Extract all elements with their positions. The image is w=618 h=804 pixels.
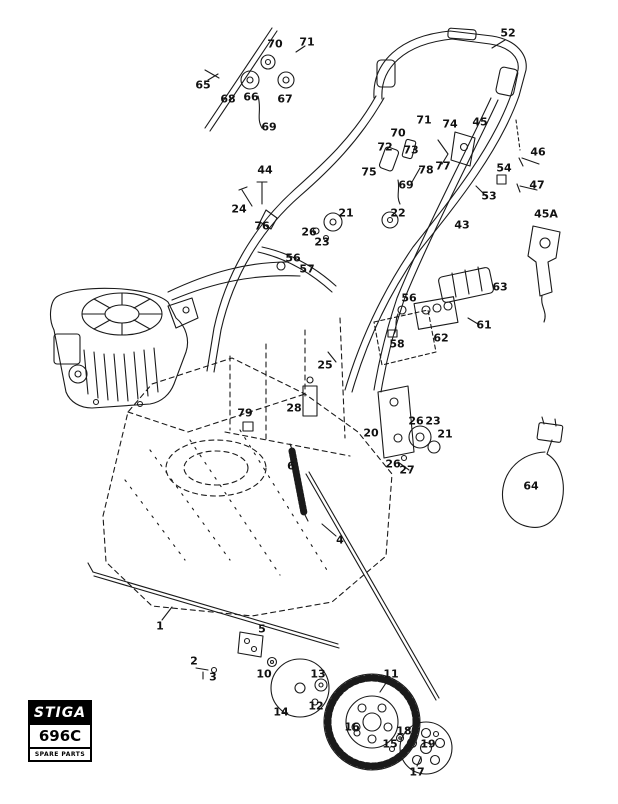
left-handle-tube xyxy=(206,95,385,373)
throttle-control xyxy=(527,225,561,323)
part-label-1: 1 xyxy=(156,619,164,633)
part-label-72: 72 xyxy=(377,140,393,154)
part-label-54: 54 xyxy=(496,161,512,175)
part-label-20: 20 xyxy=(363,426,379,440)
part-label-24: 24 xyxy=(231,202,247,216)
part-label-73: 73 xyxy=(403,143,419,157)
drive-wheel xyxy=(323,673,421,771)
part-label-74: 74 xyxy=(442,117,458,131)
ignition-cable-loop xyxy=(502,416,564,528)
terminal-block xyxy=(413,296,479,330)
part-label-17: 17 xyxy=(409,765,425,779)
part-label-23: 23 xyxy=(314,235,330,249)
part-label-26: 26 xyxy=(408,414,424,428)
starter-rod-assembly xyxy=(204,27,306,132)
part-label-4: 4 xyxy=(336,533,344,547)
stiga-logo-block: STIGA 696C SPARE PARTS xyxy=(28,700,92,762)
stiga-brand-logo: STIGA xyxy=(30,702,90,723)
part-label-58: 58 xyxy=(389,337,405,351)
part-label-65: 65 xyxy=(195,78,211,92)
part-label-16: 16 xyxy=(344,720,360,734)
part-label-45: 45 xyxy=(472,115,488,129)
part-label-10: 10 xyxy=(256,667,272,681)
part-label-26: 26 xyxy=(385,457,401,471)
part-label-15: 15 xyxy=(382,737,398,751)
deck-brackets xyxy=(242,351,337,432)
model-number: 696C xyxy=(30,723,90,747)
connector-block xyxy=(438,266,494,303)
part-label-71: 71 xyxy=(416,113,432,127)
part-label-47: 47 xyxy=(529,178,545,192)
hub-cap xyxy=(399,721,453,775)
part-label-62: 62 xyxy=(433,331,449,345)
upper-pulleys xyxy=(312,211,399,242)
handle-mount-brackets xyxy=(378,131,476,205)
axle-rod xyxy=(87,562,340,649)
upper-handlebar xyxy=(373,27,527,100)
part-label-66: 66 xyxy=(243,90,259,104)
part-label-27: 27 xyxy=(399,463,415,477)
part-label-18: 18 xyxy=(396,724,412,738)
part-label-70: 70 xyxy=(267,37,283,51)
engine-cables xyxy=(167,261,301,301)
part-label-6: 6 xyxy=(287,459,295,473)
part-label-19: 19 xyxy=(420,737,436,751)
fasteners-right xyxy=(475,119,540,197)
part-label-69: 69 xyxy=(261,120,277,134)
part-label-2: 2 xyxy=(190,654,198,668)
wheel-hardware xyxy=(353,729,440,753)
part-label-46: 46 xyxy=(530,145,546,159)
right-handle-tube xyxy=(344,94,520,393)
part-label-79: 79 xyxy=(237,406,253,420)
handle-clamp-covers xyxy=(376,59,519,97)
spring xyxy=(288,443,309,522)
part-label-68: 68 xyxy=(220,92,236,106)
spare-parts-caption: SPARE PARTS xyxy=(30,747,90,760)
part-label-76: 76 xyxy=(254,219,270,233)
wheel-disc xyxy=(270,658,330,718)
part-label-67: 67 xyxy=(277,92,293,106)
part-label-75: 75 xyxy=(361,165,377,179)
part-label-56: 56 xyxy=(285,251,301,265)
part-label-28: 28 xyxy=(286,401,302,415)
part-label-61: 61 xyxy=(476,318,492,332)
fasteners-left xyxy=(238,181,278,230)
part-label-53: 53 xyxy=(481,189,497,203)
hidden-bracket-outline xyxy=(373,309,437,366)
handle-bracket-plate xyxy=(377,385,441,471)
part-label-43: 43 xyxy=(454,218,470,232)
part-label-11: 11 xyxy=(383,667,399,681)
part-label-21: 21 xyxy=(338,206,354,220)
part-label-63: 63 xyxy=(492,280,508,294)
part-label-3: 3 xyxy=(209,670,217,684)
part-label-78: 78 xyxy=(418,163,434,177)
part-label-23: 23 xyxy=(425,414,441,428)
part-label-13: 13 xyxy=(310,667,326,681)
part-label-22: 22 xyxy=(390,206,406,220)
part-label-44: 44 xyxy=(257,163,273,177)
part-label-45A: 45A xyxy=(534,207,558,221)
part-label-25: 25 xyxy=(317,358,333,372)
part-label-12: 12 xyxy=(308,699,324,713)
part-label-5: 5 xyxy=(258,622,266,636)
engine xyxy=(49,287,199,409)
cable-clamp-lower xyxy=(387,305,407,338)
axle-bracket xyxy=(195,631,278,680)
part-label-77: 77 xyxy=(435,159,451,173)
part-label-70: 70 xyxy=(390,126,406,140)
part-label-64: 64 xyxy=(523,479,539,493)
part-label-56: 56 xyxy=(401,291,417,305)
brake-rod xyxy=(305,471,440,701)
part-label-14: 14 xyxy=(273,705,289,719)
part-label-26: 26 xyxy=(301,225,317,239)
part-label-71: 71 xyxy=(299,35,315,49)
part-label-57: 57 xyxy=(299,262,315,276)
part-label-52: 52 xyxy=(500,26,516,40)
part-label-21: 21 xyxy=(437,427,453,441)
mower-deck xyxy=(102,317,393,617)
part-label-69: 69 xyxy=(398,178,414,192)
